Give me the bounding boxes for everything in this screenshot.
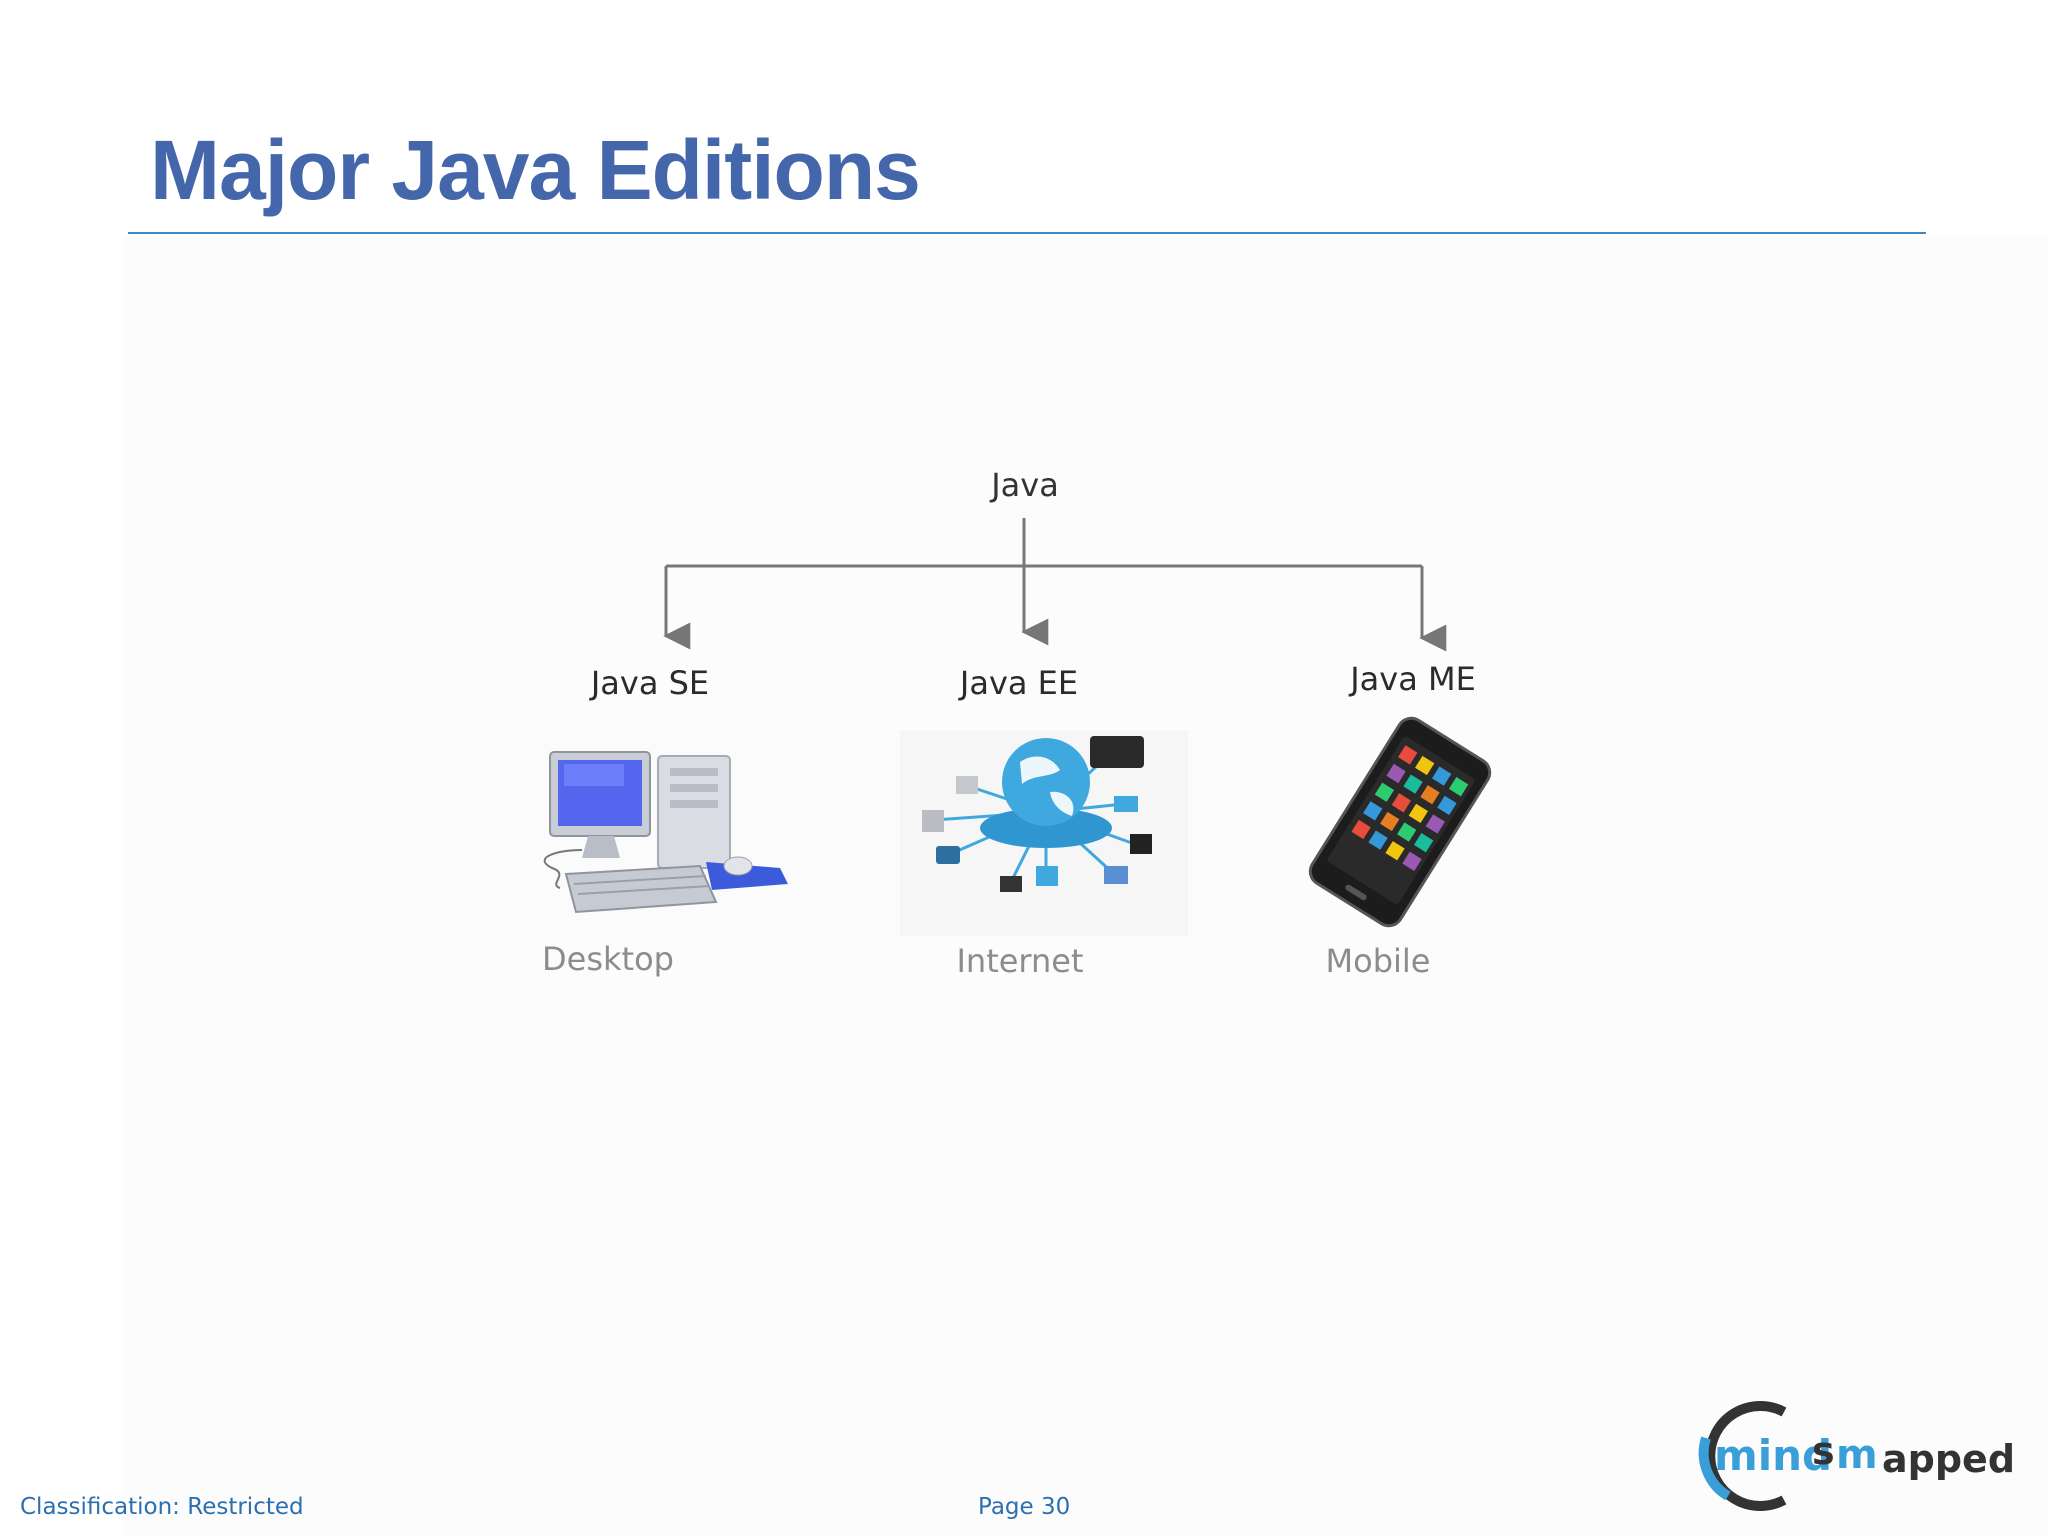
page-number: Page 30 xyxy=(978,1494,1070,1520)
classification-label: Classification: Restricted xyxy=(20,1494,304,1520)
svg-text:s: s xyxy=(1812,1429,1835,1473)
edition-label-java-se: Java SE xyxy=(591,664,709,702)
mindsmapped-logo: mind s m apped xyxy=(1688,1398,2028,1514)
svg-text:apped: apped xyxy=(1882,1437,2015,1481)
platform-label-internet: Internet xyxy=(956,942,1083,980)
edition-label-java-ee: Java EE xyxy=(960,664,1078,702)
globe-network-icon xyxy=(900,730,1188,936)
svg-text:m: m xyxy=(1836,1432,1878,1478)
tree-connectors xyxy=(666,518,1422,638)
root-label: Java xyxy=(991,466,1059,504)
platform-label-desktop: Desktop xyxy=(542,940,674,978)
desktop-computer-icon xyxy=(540,740,820,940)
smartphone-icon xyxy=(1305,713,1495,931)
edition-label-java-me: Java ME xyxy=(1350,660,1476,698)
platform-label-mobile: Mobile xyxy=(1326,942,1431,980)
